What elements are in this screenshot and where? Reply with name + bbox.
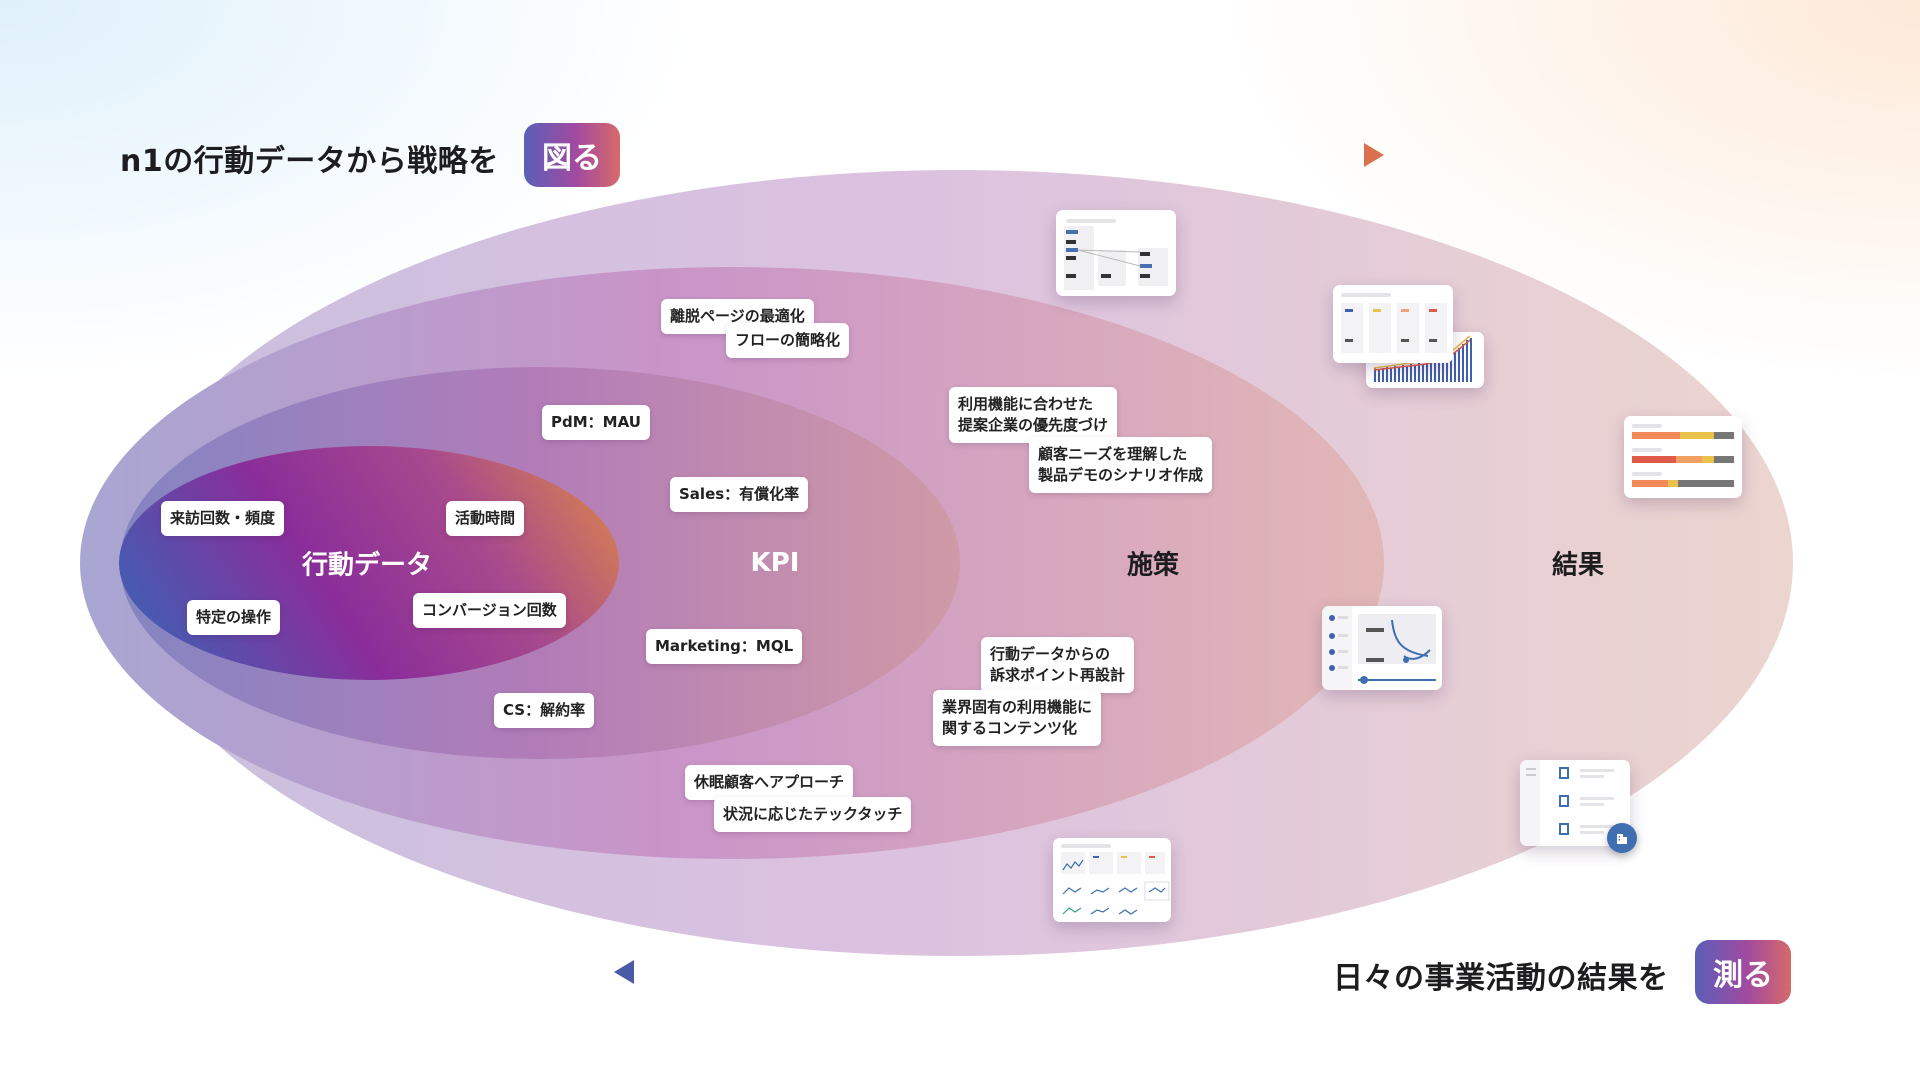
thumbnail-flow-chart [1056, 210, 1176, 296]
top-headline: n1の行動データから戦略を [120, 136, 499, 180]
tag-flow-simplify: フローの簡略化 [726, 323, 849, 358]
measure-badge: 測る [1695, 940, 1791, 1004]
tag-visit-frequency: 来訪回数・頻度 [161, 501, 284, 536]
thumbnail-session-replay [1322, 606, 1442, 690]
results-label: 結果 [1552, 545, 1604, 582]
tag-marketing-mql: Marketing：MQL [646, 629, 802, 664]
kpi-label: KPI [751, 548, 800, 578]
thumbnail-sparkline-dashboard [1053, 838, 1171, 922]
tag-tech-touch: 状況に応じたテックタッチ [714, 797, 911, 832]
tag-demo-scenario: 顧客ニーズを理解した 製品デモのシナリオ作成 [1029, 437, 1212, 493]
tag-cs-churn: CS：解約率 [494, 693, 594, 728]
measures-label: 施策 [1127, 545, 1179, 582]
tag-industry-content-line1: 業界固有の利用機能に [942, 697, 1092, 718]
tag-demo-scenario-line2: 製品デモのシナリオ作成 [1038, 465, 1203, 486]
arrow-bottom-head [614, 960, 634, 984]
arrow-top-head [1364, 143, 1384, 167]
thumbnail-stacked-bars [1624, 416, 1742, 498]
thumbnail-kpi-cards [1333, 285, 1453, 363]
tag-demo-scenario-line1: 顧客ニーズを理解した [1038, 444, 1203, 465]
tag-feature-priority-line2: 提案企業の優先度づけ [958, 415, 1108, 436]
bottom-headline: 日々の事業活動の結果を [1333, 953, 1669, 997]
tag-industry-content-line2: 関するコンテンツ化 [942, 718, 1092, 739]
plan-badge: 図る [524, 123, 620, 187]
tag-feature-priority-line1: 利用機能に合わせた [958, 394, 1108, 415]
behavior-label: 行動データ [302, 545, 432, 582]
tag-sales-paid-rate: Sales：有償化率 [670, 477, 808, 512]
tag-feature-priority: 利用機能に合わせた 提案企業の優先度づけ [949, 387, 1117, 443]
tag-dormant-approach: 休眠顧客へアプローチ [685, 765, 853, 800]
tag-pdm-mau: PdM：MAU [542, 405, 650, 440]
tag-appeal-redesign-line2: 訴求ポイント再設計 [990, 665, 1125, 686]
tag-active-time: 活動時間 [446, 501, 524, 536]
tag-appeal-redesign-line1: 行動データからの [990, 644, 1125, 665]
tag-industry-content: 業界固有の利用機能に 関するコンテンツ化 [933, 690, 1101, 746]
tag-appeal-redesign: 行動データからの 訴求ポイント再設計 [981, 637, 1134, 693]
tag-specific-operation: 特定の操作 [187, 600, 280, 635]
tag-conversion-count: コンバージョン回数 [413, 593, 566, 628]
company-icon [1607, 823, 1637, 853]
